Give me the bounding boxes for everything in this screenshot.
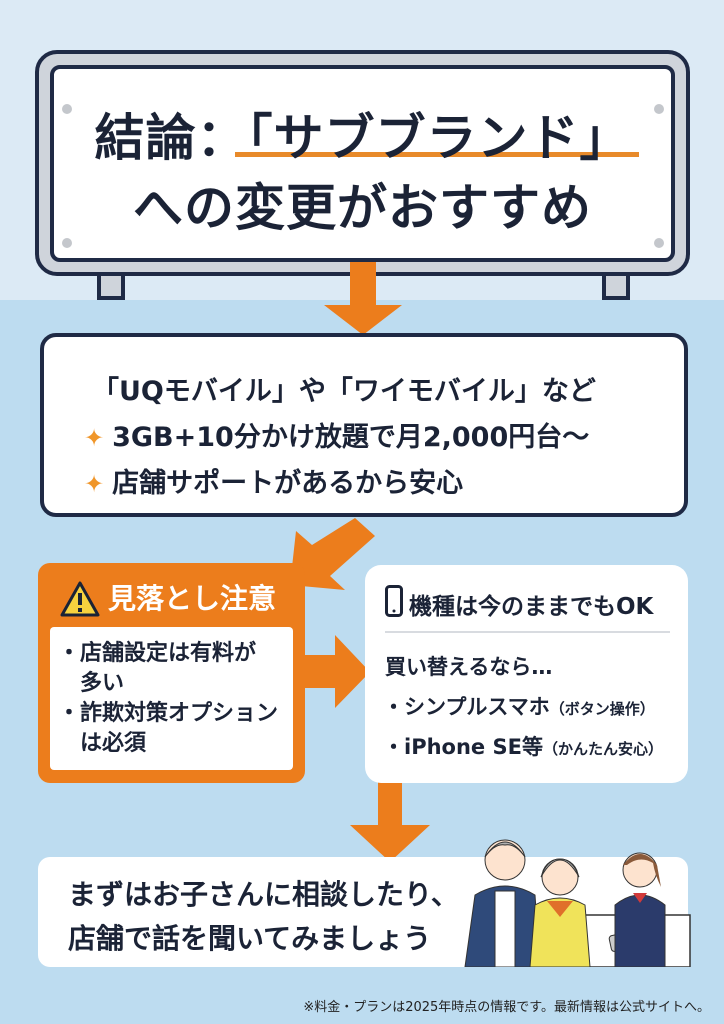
sign-post-left: [97, 274, 125, 300]
device-subheading: 買い替えるなら…: [385, 655, 553, 679]
device-item: ・iPhone SE等（かんたん安心）: [383, 731, 663, 761]
point-text: 店舗サポートがあるから安心: [112, 468, 464, 499]
arrow-right: [305, 635, 370, 708]
summary-point: ✦店舗サポートがあるから安心: [84, 461, 463, 500]
smartphone-icon: [385, 585, 403, 617]
bolt-icon: [62, 104, 72, 114]
warning-item: は必須: [58, 731, 147, 756]
summary-box: 「UQモバイル」や「ワイモバイル」など ✦3GB+10分かけ放題で月2,000円…: [40, 333, 688, 517]
bolt-icon: [654, 238, 664, 248]
point-text: 3GB+10分かけ放題で月2,000円台〜: [112, 422, 590, 453]
arrow-down-1: [324, 262, 402, 335]
warning-title: 見落とし注意: [108, 582, 277, 615]
warning-icon: [60, 581, 100, 617]
device-box: 機種は今のままでもOK 買い替えるなら… ・シンプルスマホ（ボタン操作） ・iP…: [365, 565, 688, 783]
title-underline: [235, 152, 639, 157]
arrow-diagonal: [290, 518, 375, 590]
footnote: ※料金・プランは2025年時点の情報です。最新情報は公式サイトへ。: [303, 1000, 710, 1015]
summary-heading: 「UQモバイル」や「ワイモバイル」など: [92, 376, 596, 407]
warning-list: ・店舗設定は有料が 多い ・詐欺対策オプション は必須: [50, 627, 293, 771]
device-item-note: （かんたん安心）: [542, 740, 663, 758]
advice-line1: まずはお子さんに相談したり、: [68, 878, 459, 911]
sign-title-line1: 結論：「サブブランド」: [50, 98, 675, 170]
sign-panel: [50, 65, 675, 262]
sparkle-icon: ✦: [84, 424, 105, 452]
device-item-note: （ボタン操作）: [549, 700, 655, 718]
device-item-label: ・シンプルスマホ: [383, 695, 550, 719]
warning-box: 見落とし注意 ・店舗設定は有料が 多い ・詐欺対策オプション は必須: [38, 563, 305, 783]
arrow-down-2: [350, 780, 430, 862]
warning-item: ・店舗設定は有料が: [58, 641, 257, 666]
advice-line2: 店舗で話を聞いてみましょう: [68, 922, 432, 955]
people-illustration: [464, 839, 691, 967]
title-highlight: 「サブブランド」: [247, 109, 631, 167]
device-item-label: ・iPhone SE等: [383, 735, 543, 759]
summary-point: ✦3GB+10分かけ放題で月2,000円台〜: [84, 415, 589, 454]
device-title: 機種は今のままでもOK: [409, 594, 654, 620]
warning-content: ・店舗設定は有料が 多い ・詐欺対策オプション は必須: [50, 627, 293, 770]
sign-title-line2: への変更がおすすめ: [133, 179, 592, 237]
title-prefix: 結論：: [94, 109, 248, 167]
warning-item: 多い: [58, 671, 125, 696]
bolt-icon: [654, 104, 664, 114]
sparkle-icon: ✦: [84, 470, 105, 498]
sign-post-right: [602, 274, 630, 300]
device-item: ・シンプルスマホ（ボタン操作）: [383, 691, 655, 721]
divider: [385, 631, 670, 633]
bolt-icon: [62, 238, 72, 248]
warning-item: ・詐欺対策オプション: [58, 701, 279, 726]
